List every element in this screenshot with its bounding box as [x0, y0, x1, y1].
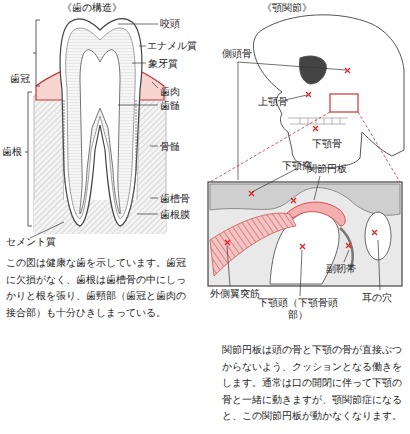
part-label: 副靭帯: [326, 263, 356, 275]
caption-text: この図は健康な歯を示しています。歯冠に欠損がなく、歯根は歯槽骨の中にしっかりと根…: [6, 255, 188, 321]
section-title: 《歯の構造》: [62, 2, 122, 14]
part-label: 歯髄: [160, 100, 180, 112]
part-label: 歯肉: [160, 86, 180, 98]
part-label: 歯根: [2, 146, 22, 158]
part-label: 歯冠: [10, 73, 30, 85]
part-label: 象牙質: [148, 58, 178, 70]
part-label: 耳の穴: [362, 292, 392, 304]
part-label: 咬頭: [160, 18, 180, 30]
caption-text: 関節円板は頭の骨と下顎の骨が直接ぶつからないよう、クッションとなる働きをします。…: [222, 342, 406, 425]
part-label: 骨髄: [160, 141, 180, 153]
part-label: 側頭骨: [222, 48, 252, 60]
part-label: 外側翼突筋: [210, 288, 260, 300]
part-label: セメント質: [6, 236, 56, 248]
part-label: 上顎骨: [258, 96, 288, 108]
part-label: エナメル質: [147, 40, 197, 52]
section-title: 《顎関節》: [262, 2, 312, 14]
part-label: 歯根膜: [160, 209, 190, 221]
part-label: 下顎頭（下顎骨頭部）: [256, 297, 340, 321]
part-label: 関節円板: [307, 163, 347, 175]
part-label: 歯槽骨: [160, 193, 190, 205]
part-label: 下顎骨: [312, 138, 342, 150]
